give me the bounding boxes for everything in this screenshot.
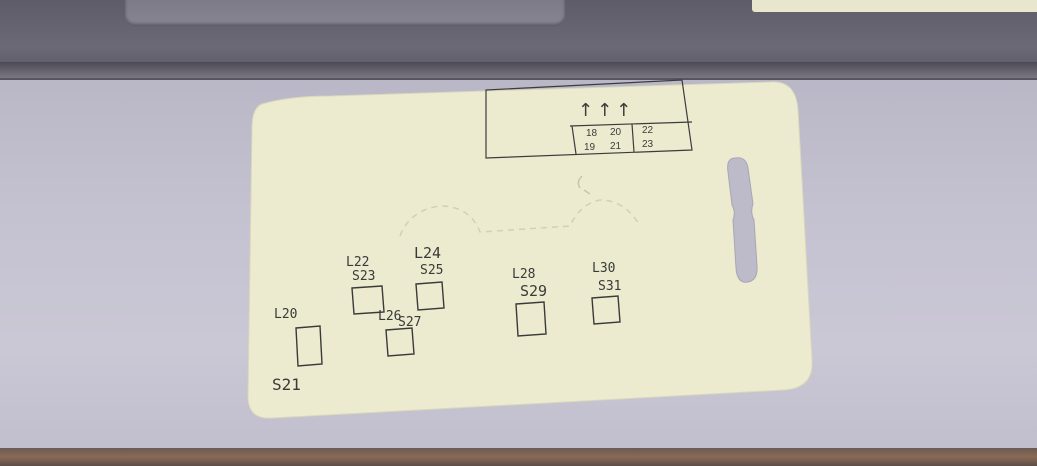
tray-edge <box>0 62 1037 78</box>
marker-label-s31: S31 <box>598 279 621 294</box>
marker-label-l26: L26 <box>378 309 401 324</box>
tray <box>0 0 1037 80</box>
arrows-label: ↑↑↑ <box>578 100 635 121</box>
marker-box-l20 <box>295 325 323 367</box>
marker-box-l26 <box>385 327 415 357</box>
marker-label-s21: S21 <box>272 375 301 394</box>
pencil-mark <box>577 175 591 195</box>
marker-box-l22 <box>351 285 385 315</box>
hang-hole <box>727 157 758 283</box>
tray-slot <box>125 0 565 26</box>
marker-label-s29: S29 <box>520 282 547 300</box>
marker-label-l24: L24 <box>414 244 441 262</box>
grid-cell-23: 23 <box>642 139 654 150</box>
marker-label-s25: S25 <box>420 263 443 278</box>
marker-label-s27: S27 <box>398 315 421 330</box>
marker-label-l20: L20 <box>274 307 297 322</box>
grid-cell-19: 19 <box>584 142 596 153</box>
top-right-box <box>485 79 693 159</box>
pencil-outline <box>399 199 641 237</box>
marker-box-l28 <box>515 301 547 337</box>
grid-cell-18: 18 <box>586 128 598 139</box>
marker-label-s23: S23 <box>352 269 375 284</box>
marker-box-l30 <box>591 295 621 325</box>
marker-label-l22: L22 <box>346 255 369 270</box>
marker-box-l24 <box>415 281 445 311</box>
grid-cell-20: 20 <box>610 127 622 138</box>
grid-cell-21: 21 <box>610 141 622 152</box>
card-body <box>247 81 813 419</box>
desk-edge <box>0 448 1037 466</box>
marker-label-l30: L30 <box>592 261 615 276</box>
marker-label-l28: L28 <box>512 267 535 282</box>
tray-paper <box>752 0 1037 12</box>
grid-cell-22: 22 <box>642 125 654 136</box>
